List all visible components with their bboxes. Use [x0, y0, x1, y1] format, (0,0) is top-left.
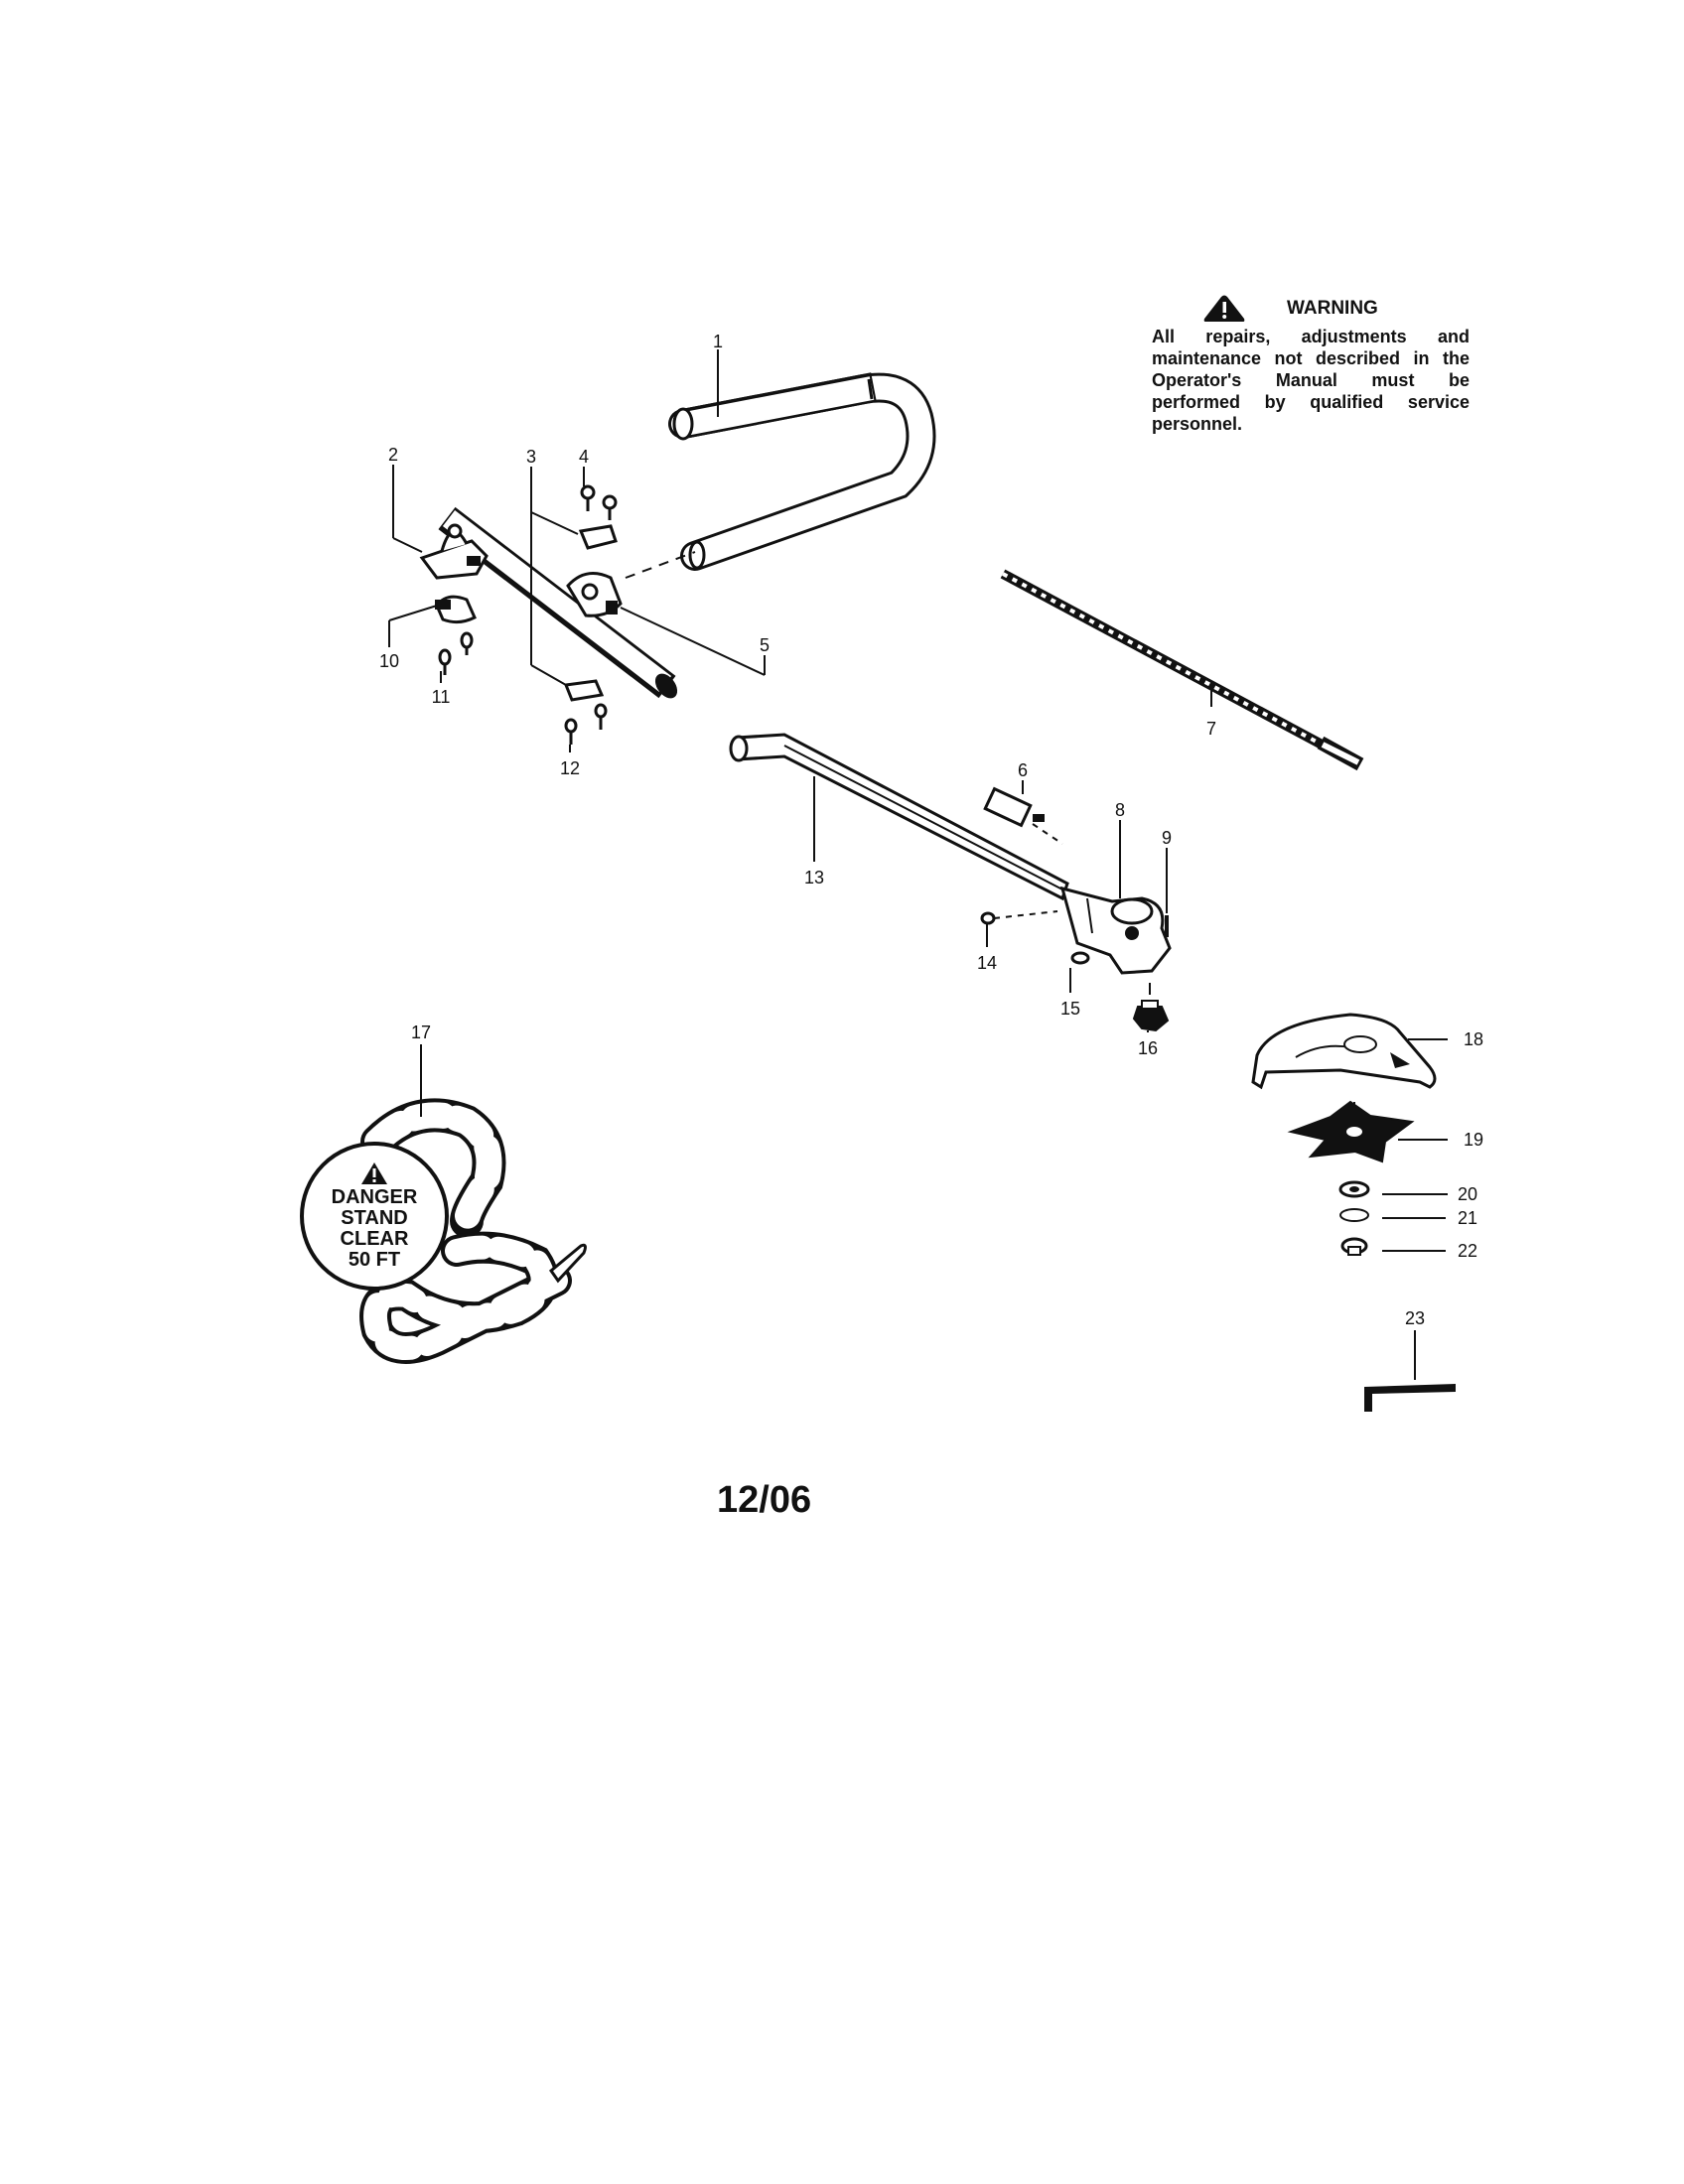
callout-23: 23: [1405, 1308, 1425, 1328]
callout-labels: 1 2 3 4 5 6 7 8 9 10 11 12 13 14 15 16 1…: [379, 332, 1483, 1328]
callout-4: 4: [579, 447, 589, 467]
warning-notice: WARNING All repairs, adjustments and mai…: [1152, 294, 1470, 435]
danger-label-badge: DANGER STAND CLEAR 50 FT: [300, 1142, 449, 1291]
part-4-screws: [580, 484, 618, 520]
part-10-lower-clamp: [435, 595, 477, 624]
danger-line-2: STAND: [341, 1207, 408, 1229]
callout-9: 9: [1162, 828, 1172, 848]
part-7-flex-shaft: [1000, 569, 1364, 771]
part-1-loop-handle: [668, 372, 936, 571]
callout-8: 8: [1115, 800, 1125, 820]
callout-11: 11: [432, 687, 451, 707]
callout-1: 1: [713, 332, 723, 351]
part-8-gearhead: [1059, 886, 1172, 975]
callout-7: 7: [1206, 719, 1216, 739]
part-12-screws: [564, 703, 608, 745]
callout-19: 19: [1464, 1130, 1483, 1150]
danger-line-4: 50 FT: [348, 1249, 401, 1271]
callout-18: 18: [1464, 1029, 1483, 1049]
callout-20: 20: [1458, 1184, 1477, 1204]
part-18-blade-guard: [1251, 1013, 1437, 1090]
callout-15: 15: [1060, 999, 1080, 1019]
leader-lines: [388, 349, 1448, 1380]
callout-12: 12: [560, 758, 580, 778]
part-14-pin: [980, 910, 1058, 925]
part-23-hex-key: [1364, 1384, 1456, 1412]
callout-2: 2: [388, 445, 398, 465]
warning-triangle-icon: [1203, 295, 1245, 322]
callout-22: 22: [1458, 1241, 1477, 1261]
warning-triangle-icon: [361, 1162, 387, 1184]
callout-6: 6: [1018, 760, 1028, 780]
part-3-bracket: [563, 524, 618, 702]
part-19-blade: [1287, 1100, 1415, 1163]
part-6-clip: [983, 786, 1063, 845]
part-20-washer: [1338, 1180, 1370, 1198]
callout-10: 10: [379, 651, 399, 671]
callout-16: 16: [1138, 1038, 1158, 1058]
part-22-nut: [1340, 1237, 1368, 1256]
warning-header: WARNING: [1201, 294, 1470, 324]
callout-13: 13: [804, 868, 824, 887]
callout-14: 14: [977, 953, 997, 973]
part-11-screws: [438, 631, 474, 675]
part-15-washer: [1070, 951, 1090, 965]
part-13-lower-shaft-tube: [729, 733, 1069, 901]
revision-date-code: 12/06: [717, 1479, 812, 1521]
danger-line-1: DANGER: [331, 1186, 418, 1208]
upper-shaft-tube: [438, 506, 678, 699]
callout-17: 17: [411, 1023, 431, 1042]
part-16-nut: [1132, 983, 1170, 1032]
danger-line-3: CLEAR: [340, 1228, 409, 1250]
warning-title: WARNING: [1287, 298, 1378, 319]
callout-5: 5: [760, 635, 770, 655]
part-2-handle-clamp: [419, 523, 489, 580]
part-21-ring: [1339, 1208, 1369, 1222]
callout-21: 21: [1458, 1208, 1477, 1228]
part-17-harness-strap: [359, 1098, 587, 1364]
part-5-clamp-block: [566, 551, 696, 617]
warning-text: All repairs, adjustments and maintenance…: [1152, 327, 1470, 434]
callout-3: 3: [526, 447, 536, 467]
